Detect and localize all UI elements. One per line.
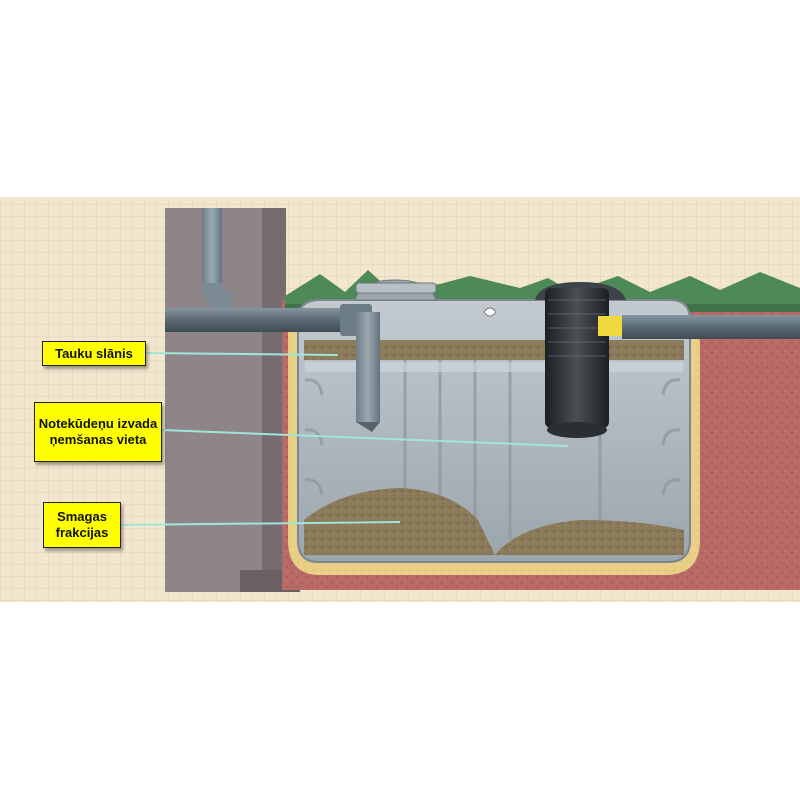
leader-line-outlet [161, 429, 569, 447]
leader-lines [120, 352, 569, 526]
leader-line-grease [145, 352, 339, 356]
outlet-filter-icon [545, 288, 800, 438]
label-heavy-fractions: Smagas frakcijas [43, 502, 121, 548]
leader-line-sediment [120, 521, 401, 526]
downpipe-icon [202, 208, 232, 312]
label-heavy-fractions-line-2: frakcijas [55, 525, 109, 540]
label-outlet-intake-line-1: Notekūdeņu izvada [38, 416, 158, 431]
manhole-cover-icon [355, 282, 437, 294]
building-wall [165, 208, 300, 592]
label-heavy-fractions-line-1: Smagas [57, 509, 107, 524]
label-grease-layer: Tauku slānis [42, 341, 146, 366]
label-grease-layer-line-1: Tauku slānis [55, 345, 133, 361]
label-outlet-intake-line-2: ņemšanas vieta [49, 432, 147, 447]
inlet-pipe-icon [165, 304, 380, 432]
label-outlet-intake: Notekūdeņu izvada ņemšanas vieta [34, 402, 162, 462]
